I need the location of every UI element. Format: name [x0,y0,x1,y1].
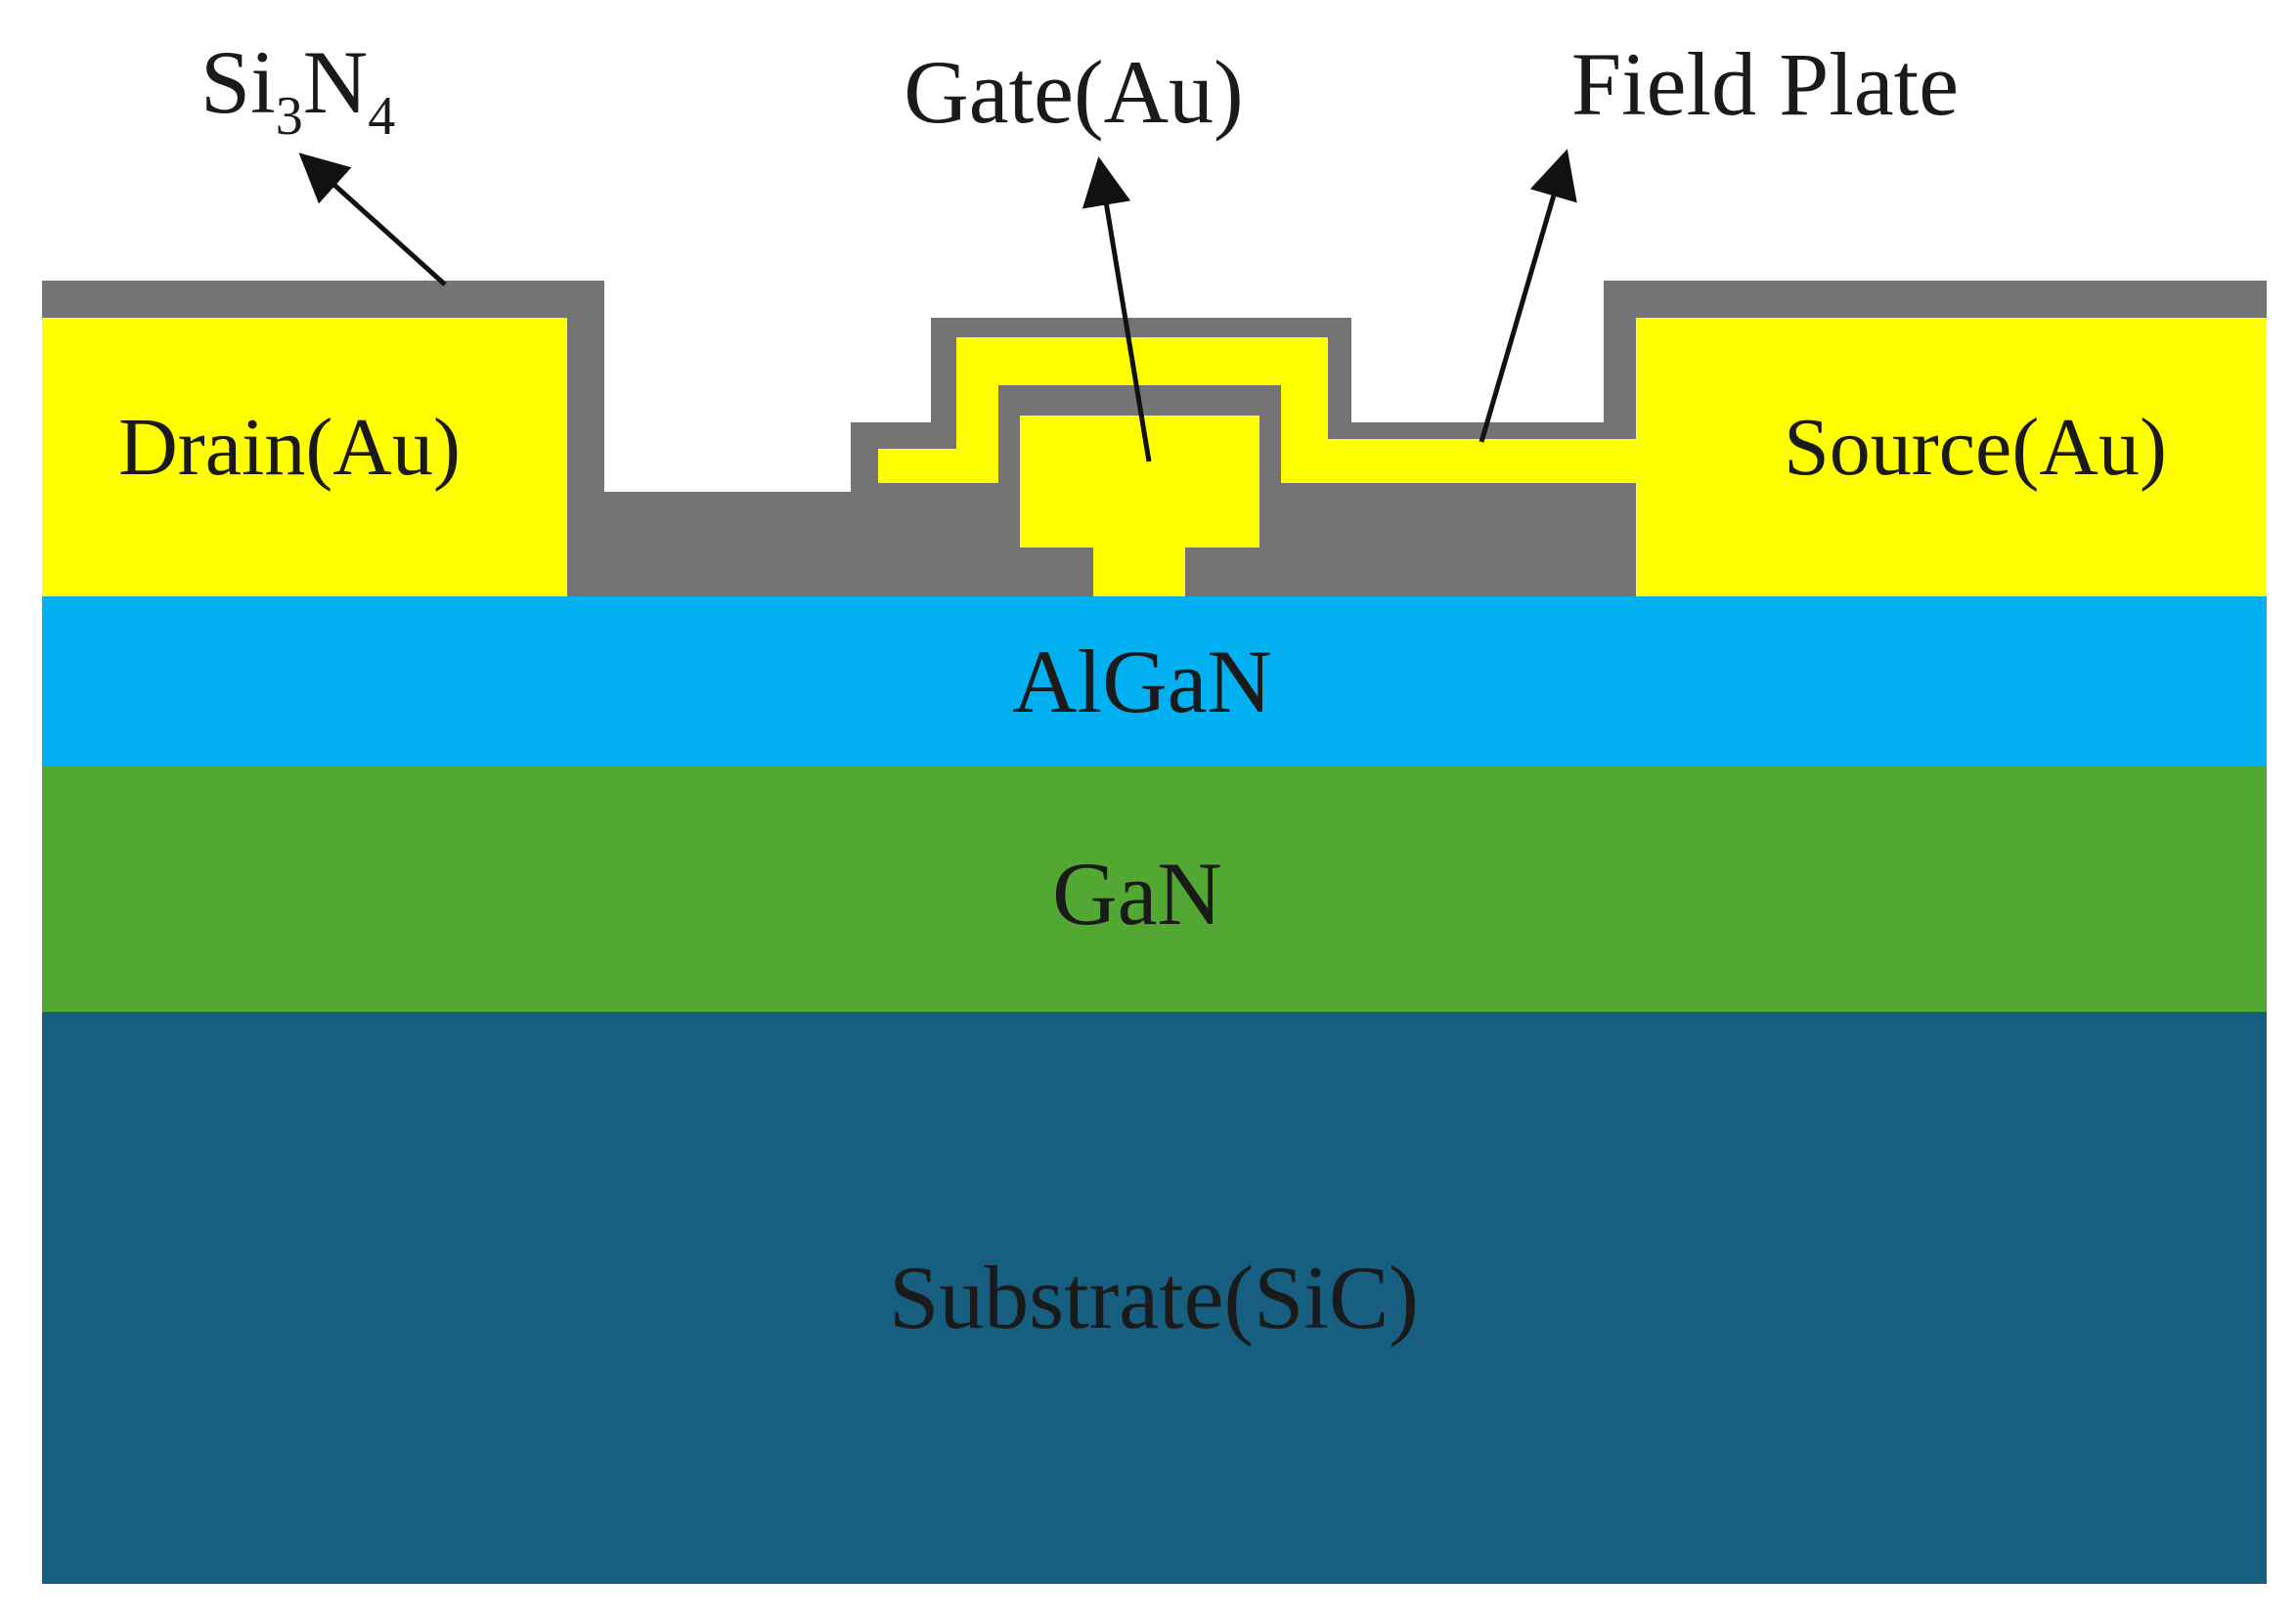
field-plate-label: Field Plate [1571,34,1959,134]
si3n4-label: Si3N4 [200,32,395,147]
drain-label: Drain(Au) [118,402,461,493]
substrate-layer [42,1012,2267,1584]
gate-arrow [1082,156,1152,462]
gate-contact [1020,416,1259,596]
drain-contact [42,318,567,596]
gan-label: GaN [1052,844,1222,943]
field-plate-arrow [1479,149,1577,443]
substrate-label: Substrate(SiC) [889,1248,1419,1347]
source-label: Source(Au) [1784,402,2167,493]
gate-label: Gate(Au) [904,42,1243,142]
algan-label: AlGaN [1012,632,1272,731]
gan-layer [42,766,2267,1012]
algan-layer [42,596,2267,766]
si3n4-arrow [298,153,447,286]
